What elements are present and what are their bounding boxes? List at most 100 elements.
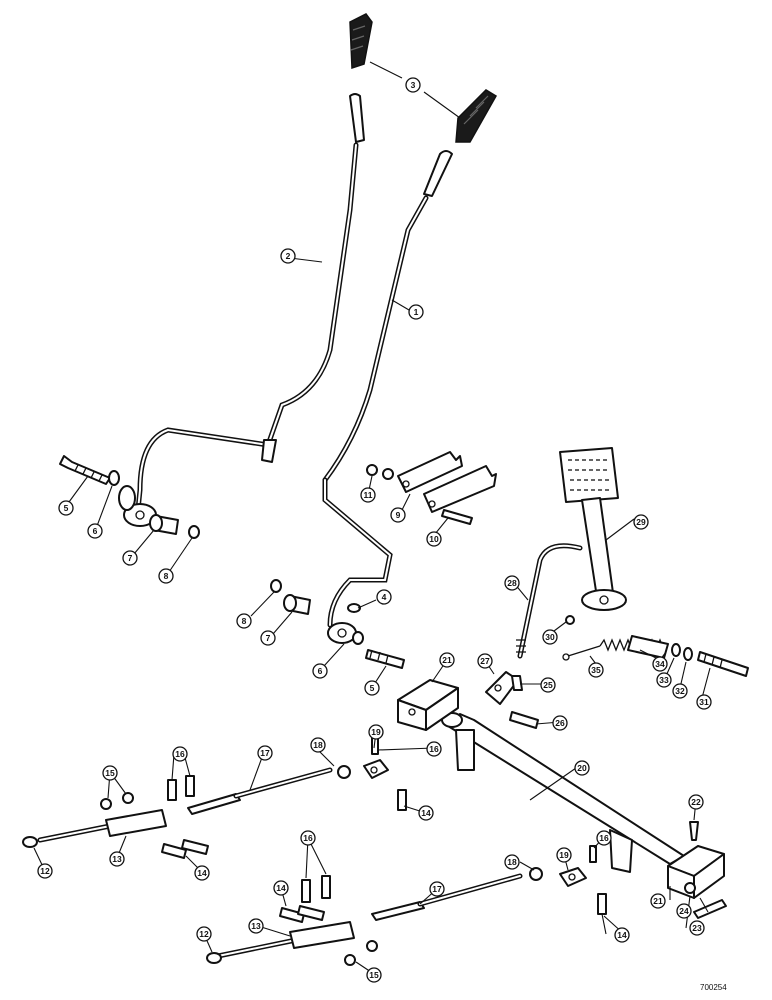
callout-21-upper: 21 bbox=[439, 652, 455, 668]
grip-part-3-upper bbox=[349, 13, 373, 70]
svg-text:21: 21 bbox=[442, 655, 452, 665]
svg-text:17: 17 bbox=[260, 748, 270, 758]
callout-24: 24 bbox=[676, 903, 692, 919]
svg-text:10: 10 bbox=[429, 534, 439, 544]
bolt-part-10 bbox=[441, 509, 473, 525]
callout-21-lower: 21 bbox=[650, 893, 666, 909]
svg-text:26: 26 bbox=[555, 718, 565, 728]
callout-14-c: 14 bbox=[418, 805, 434, 821]
svg-text:23: 23 bbox=[692, 923, 702, 933]
callout-28: 28 bbox=[504, 575, 520, 591]
nut-part-18-upper bbox=[337, 765, 351, 779]
callout-31: 31 bbox=[696, 694, 712, 710]
bolt-part-5-upper bbox=[59, 455, 111, 485]
svg-text:31: 31 bbox=[699, 697, 709, 707]
callout-16-f: 16 bbox=[596, 830, 612, 846]
callout-6-upper: 6 bbox=[87, 523, 103, 539]
svg-text:14: 14 bbox=[197, 868, 207, 878]
callout-15-upper: 15 bbox=[102, 765, 118, 781]
callout-7-lower: 7 bbox=[260, 630, 276, 646]
svg-text:19: 19 bbox=[559, 850, 569, 860]
pin-part-14-c bbox=[397, 789, 407, 811]
bolt-part-5-lower bbox=[365, 649, 405, 669]
lever-part-2 bbox=[118, 93, 365, 527]
pad-part-9 bbox=[397, 451, 497, 513]
cross-shaft-part-20 bbox=[441, 712, 685, 873]
callout-34: 34 bbox=[652, 656, 668, 672]
callout-14-upper: 14 bbox=[194, 865, 210, 881]
svg-text:28: 28 bbox=[507, 578, 517, 588]
pin-part-16-f bbox=[589, 845, 597, 863]
callout-18-upper: 18 bbox=[310, 737, 326, 753]
pin-part-16-e bbox=[321, 875, 331, 899]
svg-text:29: 29 bbox=[636, 517, 646, 527]
pedal-part-29 bbox=[559, 447, 627, 611]
bolt-part-31 bbox=[697, 651, 749, 677]
callout-14-f: 14 bbox=[614, 927, 630, 943]
callout-1: 1 bbox=[408, 304, 424, 320]
callout-15-lower: 15 bbox=[366, 967, 382, 983]
svg-text:16: 16 bbox=[599, 833, 609, 843]
callout-7-upper: 7 bbox=[122, 550, 138, 566]
callout-12-upper: 12 bbox=[37, 863, 53, 879]
svg-text:22: 22 bbox=[691, 797, 701, 807]
svg-text:15: 15 bbox=[369, 970, 379, 980]
callout-14-lower: 14 bbox=[273, 880, 289, 896]
svg-text:11: 11 bbox=[364, 490, 373, 500]
callout-13-lower: 13 bbox=[248, 918, 264, 934]
grip-part-3-lower bbox=[455, 89, 498, 143]
rod-part-17-upper bbox=[187, 767, 333, 815]
callout-6-lower: 6 bbox=[312, 663, 328, 679]
svg-text:15: 15 bbox=[105, 768, 115, 778]
svg-text:21: 21 bbox=[653, 896, 663, 906]
block-part-21-upper bbox=[397, 679, 459, 731]
callout-29: 29 bbox=[633, 514, 649, 530]
svg-text:20: 20 bbox=[577, 763, 587, 773]
washer-part-32 bbox=[683, 647, 693, 661]
yoke-part-19-lower bbox=[559, 867, 587, 887]
pin-part-7-upper bbox=[149, 514, 179, 535]
svg-text:16: 16 bbox=[429, 744, 439, 754]
callout-4: 4 bbox=[376, 589, 392, 605]
pin-part-16-b bbox=[185, 775, 195, 797]
nut-part-8-upper bbox=[188, 525, 200, 539]
pin-part-16-a bbox=[167, 779, 177, 801]
pin-part-16-d bbox=[301, 879, 311, 903]
svg-text:32: 32 bbox=[675, 686, 685, 696]
nut-part-15-c bbox=[344, 954, 356, 966]
svg-text:19: 19 bbox=[371, 727, 381, 737]
svg-text:17: 17 bbox=[432, 884, 442, 894]
nut-part-12-lower bbox=[206, 952, 222, 964]
svg-text:7: 7 bbox=[128, 553, 133, 563]
washer-part-33 bbox=[671, 643, 681, 657]
callout-32: 32 bbox=[672, 683, 688, 699]
callout-20: 20 bbox=[574, 760, 590, 776]
callout-17-upper: 17 bbox=[257, 745, 273, 761]
svg-text:1: 1 bbox=[414, 307, 419, 317]
rod-part-28 bbox=[516, 543, 583, 659]
svg-text:24: 24 bbox=[679, 906, 689, 916]
svg-text:16: 16 bbox=[175, 749, 185, 759]
callout-3: 3 bbox=[405, 77, 421, 93]
callout-30: 30 bbox=[542, 629, 558, 645]
callout-19-lower: 19 bbox=[556, 847, 572, 863]
callout-27: 27 bbox=[477, 653, 493, 669]
svg-text:4: 4 bbox=[382, 592, 387, 602]
nut-part-11-a bbox=[366, 464, 378, 476]
svg-text:25: 25 bbox=[543, 680, 553, 690]
callout-23: 23 bbox=[689, 920, 705, 936]
callout-17-lower: 17 bbox=[429, 881, 445, 897]
pin-part-14-a bbox=[161, 843, 187, 859]
svg-text:13: 13 bbox=[112, 854, 122, 864]
svg-text:14: 14 bbox=[276, 883, 286, 893]
cotter-pin-part-25 bbox=[511, 675, 523, 691]
lever-part-1 bbox=[322, 150, 453, 644]
bolt-part-23 bbox=[693, 899, 727, 919]
rod-part-17-lower bbox=[371, 873, 523, 921]
callout-16-lower: 16 bbox=[300, 830, 316, 846]
nut-part-8-lower bbox=[270, 579, 282, 593]
pin-part-14-f bbox=[597, 893, 607, 915]
svg-text:7: 7 bbox=[266, 633, 271, 643]
svg-text:3: 3 bbox=[411, 80, 416, 90]
